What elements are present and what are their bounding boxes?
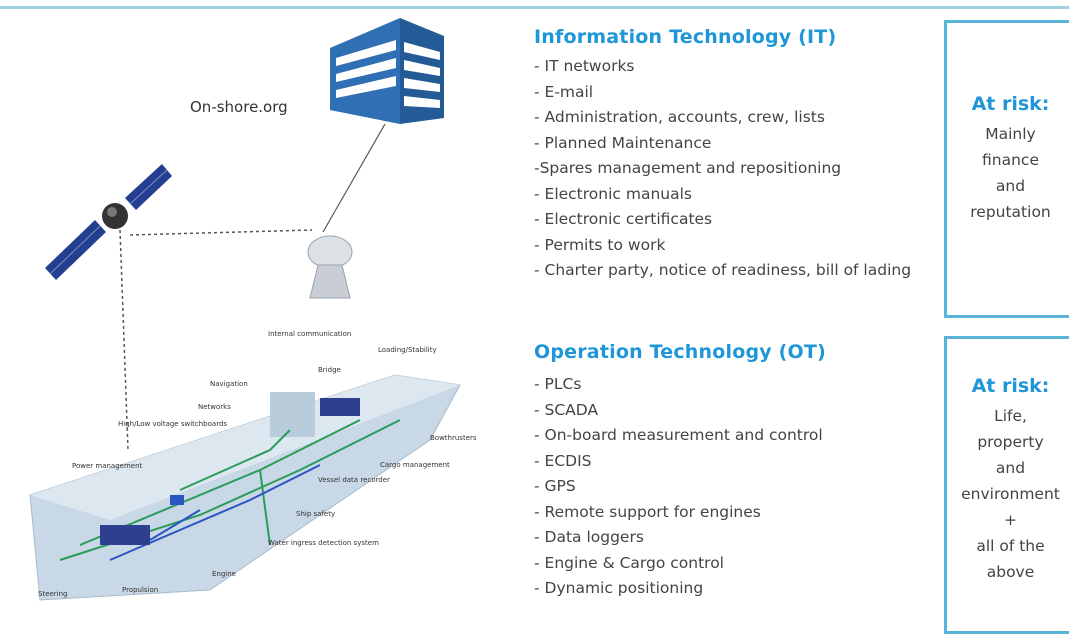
label-navigation: Navigation [210,380,248,388]
ot-risk-line: all of the [976,537,1045,555]
it-risk-line: Mainly [985,125,1036,143]
label-bridge: Bridge [318,366,341,374]
label-cargo-management: Cargo management [380,461,450,469]
ot-risk-line: + [1004,511,1017,529]
satellite-icon [45,164,172,280]
list-item: - Administration, accounts, crew, lists [534,108,825,126]
list-item: - E-mail [534,82,594,101]
list-item: - ECDIS [534,451,592,470]
label-ship-safety: Ship safety [296,510,335,518]
onshore-label: On-shore.org [190,98,288,116]
ot-risk-title: At risk: [971,375,1050,397]
it-risk-box: At risk: Mainly finance and reputation [944,20,1069,318]
it-risk-line: and [995,177,1026,195]
ship-illustration [29,374,461,601]
label-propulsion: Propulsion [122,586,158,594]
ot-section: Operation Technology (OT) - PLCs - SCADA… [534,341,826,602]
top-divider [0,6,1069,9]
ot-title: Operation Technology (OT) [534,341,826,363]
list-item: - Data loggers [534,528,644,546]
it-risk-line: reputation [970,203,1051,221]
list-item: -Spares management and repositioning [534,159,842,177]
list-item: - On-board measurement and control [534,426,823,444]
label-water-ingress: Water ingress detection system [268,539,379,547]
label-loading-stability: Loading/Stability [378,346,437,354]
it-list: - IT networks - E-mail - Administration,… [534,54,924,284]
building-icon [330,18,444,124]
label-vessel-data-recorder: Vessel data recorder [318,476,390,484]
label-engine: Engine [212,570,236,578]
list-item: - Electronic manuals [534,184,692,203]
ot-risk-line: property [977,433,1044,451]
label-internal-communication: Internal communication [268,330,351,338]
it-section: Information Technology (IT) - IT network… [534,26,924,284]
list-item: - GPS [534,477,576,495]
list-item: - Remote support for engines [534,502,761,521]
it-risk-title: At risk: [971,93,1050,115]
ot-risk-box: At risk: Life, property and environment … [944,336,1069,634]
label-power-management: Power management [72,462,143,470]
label-steering: Steering [38,590,68,598]
list-item: - Permits to work [534,235,666,254]
it-title: Information Technology (IT) [534,26,837,48]
list-item: - SCADA [534,400,599,419]
ot-risk-line: Life, [994,407,1027,425]
list-item: - Engine & Cargo control [534,553,724,572]
it-risk-line: finance [982,151,1039,169]
ot-list: - PLCs - SCADA - On-board measurement an… [534,372,826,602]
label-switchboards: High/Low voltage switchboards [118,420,227,428]
ot-risk-line: above [986,563,1035,581]
list-item: - PLCs [534,375,582,393]
list-item: - Charter party, notice of readiness, bi… [534,261,912,279]
satellite-dish-icon [307,235,353,299]
list-item: - IT networks [534,57,635,75]
ship-network-diagram: Internal communication Loading/Stability… [29,18,477,601]
ot-risk-line: and [995,459,1026,477]
list-item: - Dynamic positioning [534,579,704,597]
list-item: - Electronic certificates [534,210,713,228]
ot-risk-line: environment [961,485,1060,503]
label-networks: Networks [198,403,231,411]
label-bowthrusters: Bowthrusters [430,434,477,442]
list-item: - Planned Maintenance [534,133,712,152]
